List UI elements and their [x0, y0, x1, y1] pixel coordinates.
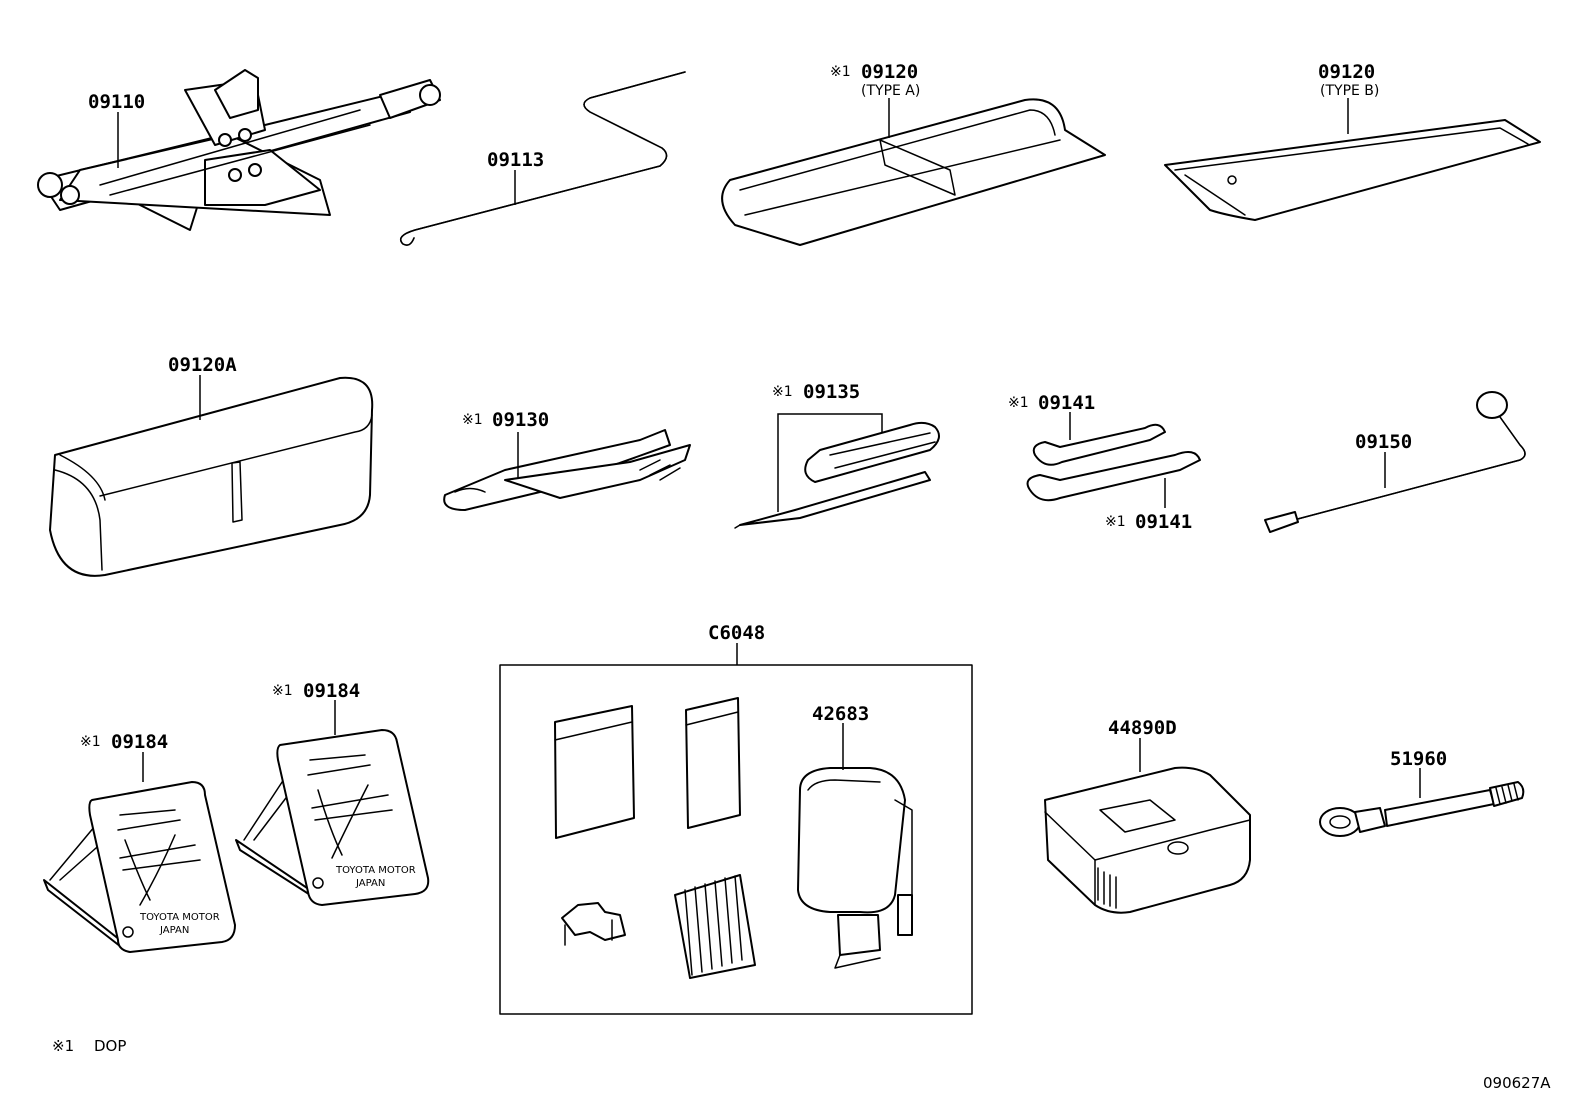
wheel-chock-left-illustration: TOYOTA MOTOR JAPAN [43, 781, 236, 953]
screwdriver-illustration [734, 421, 940, 529]
part-number-09184-left[interactable]: 09184 [111, 731, 168, 753]
chock-right-text-line1: TOYOTA MOTOR [335, 865, 416, 876]
lug-wrench-illustration [1264, 391, 1526, 533]
part-number-51960[interactable]: 51960 [1390, 748, 1447, 770]
compressor-case-illustration [1044, 766, 1251, 914]
leader-09135 [777, 413, 883, 512]
part-number-09184-right[interactable]: 09184 [303, 680, 360, 702]
type-label-09120-b: (TYPE B) [1320, 83, 1379, 99]
dop-mark-09120-type-a: ※1 [830, 64, 851, 80]
part-number-09135[interactable]: 09135 [803, 381, 860, 403]
part-number-09120-type-a[interactable]: 09120 [861, 61, 918, 83]
scissor-jack-illustration [37, 69, 441, 231]
chock-right-text-line2: JAPAN [355, 878, 385, 889]
type-label-09120-a: (TYPE A) [861, 83, 920, 99]
wrenches-illustration [1026, 423, 1201, 502]
part-number-C6048[interactable]: C6048 [708, 622, 765, 644]
chock-left-text-line1: TOYOTA MOTOR [139, 912, 220, 923]
dop-mark-09135: ※1 [772, 384, 793, 400]
tool-bag-type-a-illustration [721, 98, 1106, 246]
legend-mark: ※1 [52, 1037, 74, 1055]
repair-kit-frame [499, 664, 973, 1015]
part-number-09120-type-b[interactable]: 09120 [1318, 61, 1375, 83]
dop-mark-09184-right: ※1 [272, 683, 293, 699]
part-number-44890D[interactable]: 44890D [1108, 717, 1177, 739]
part-number-09113[interactable]: 09113 [487, 149, 544, 171]
diagram-id: 090627A [1483, 1074, 1551, 1092]
dop-mark-09184-left: ※1 [80, 734, 101, 750]
part-number-42683[interactable]: 42683 [812, 703, 869, 725]
part-number-09141-bottom[interactable]: 09141 [1135, 511, 1192, 533]
part-number-09130[interactable]: 09130 [492, 409, 549, 431]
repair-kit-contents [554, 697, 913, 979]
pliers-illustration [443, 429, 691, 511]
tool-bag-type-b-illustration [1164, 119, 1541, 221]
legend-text: DOP [94, 1037, 126, 1055]
tool-case-illustration [49, 376, 374, 577]
dop-mark-09141-top: ※1 [1008, 395, 1029, 411]
part-number-09141-top[interactable]: 09141 [1038, 392, 1095, 414]
jack-handle-illustration [400, 71, 686, 246]
part-number-09120A[interactable]: 09120A [168, 354, 237, 376]
dop-mark-09141-bottom: ※1 [1105, 514, 1126, 530]
dop-mark-09130: ※1 [462, 412, 483, 428]
chock-left-text-line2: JAPAN [159, 925, 189, 936]
part-number-09110[interactable]: 09110 [88, 91, 145, 113]
part-number-09150[interactable]: 09150 [1355, 431, 1412, 453]
tow-hook-illustration [1319, 781, 1525, 837]
wheel-chock-right-illustration: TOYOTA MOTOR JAPAN [235, 729, 430, 906]
